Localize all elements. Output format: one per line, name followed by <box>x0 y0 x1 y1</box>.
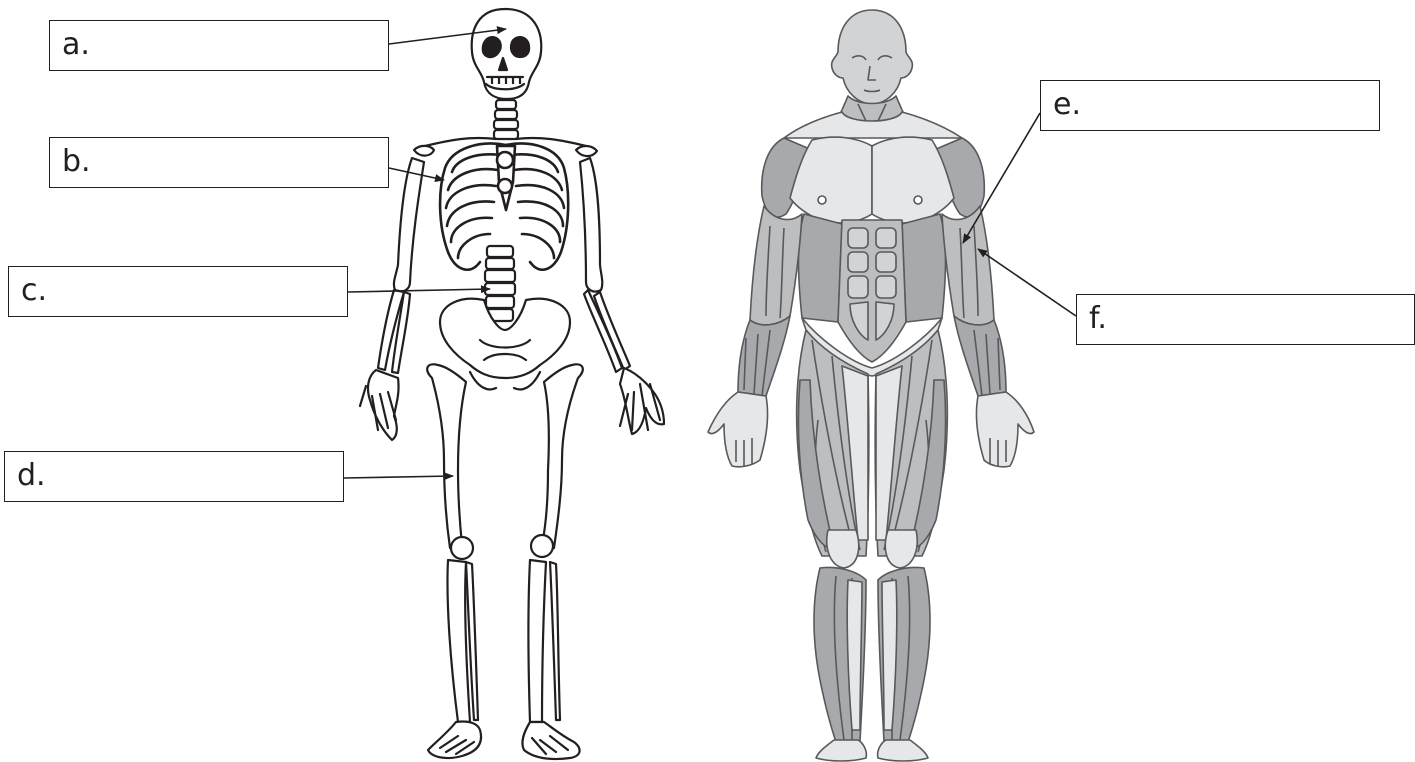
skull <box>472 9 542 99</box>
label-box-a[interactable]: a. <box>49 20 389 71</box>
left-hand <box>708 392 768 467</box>
abdominals <box>838 220 906 362</box>
leader-line-d <box>344 476 453 478</box>
label-c: c. <box>21 273 47 309</box>
label-a: a. <box>62 27 90 63</box>
label-d: d. <box>17 458 46 494</box>
skeleton-figure <box>360 9 664 759</box>
left-foot <box>816 740 866 761</box>
right-hand <box>976 392 1034 467</box>
label-box-e[interactable]: e. <box>1040 80 1380 131</box>
label-f: f. <box>1089 301 1107 337</box>
right-leg-bones <box>522 364 582 759</box>
right-upper-arm <box>942 206 994 325</box>
label-box-c[interactable]: c. <box>8 266 348 317</box>
label-b: b. <box>62 144 91 180</box>
left-leg-bones <box>427 364 481 758</box>
label-box-f[interactable]: f. <box>1076 294 1415 345</box>
right-foot <box>878 740 928 761</box>
label-box-b[interactable]: b. <box>49 137 389 188</box>
label-box-d[interactable]: d. <box>4 451 344 502</box>
left-upper-arm <box>750 206 802 325</box>
thighs <box>797 330 948 556</box>
lower-legs <box>814 568 930 743</box>
left-arm-bones <box>360 158 424 440</box>
leader-line-c <box>348 289 490 292</box>
muscular-figure <box>708 10 1034 761</box>
right-arm-bones <box>580 158 664 434</box>
label-e: e. <box>1053 87 1081 123</box>
